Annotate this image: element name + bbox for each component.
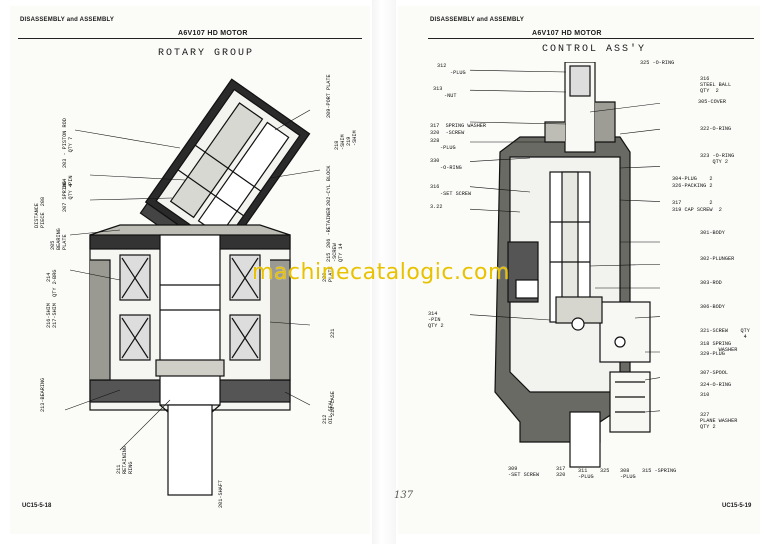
label-330: 330 xyxy=(430,158,440,164)
left-section-header: DISASSEMBLY and ASSEMBLY xyxy=(20,17,115,23)
label-207-spring: 207 SPRING QTY 4 xyxy=(62,180,74,212)
label-327-plane-washer: 327 PLANE WASHER QTY 2 xyxy=(700,412,738,430)
label-313: 313 xyxy=(433,86,443,92)
label-302-plunger: 302-PLUNGER xyxy=(700,256,735,262)
label-330-o-ring: -O-RING xyxy=(440,165,462,171)
left-page-number: UC15-5-18 xyxy=(22,503,52,509)
label-308-plug: 308 -PLUG xyxy=(620,468,636,480)
label-317-spring-washer: 317 SPRING WASHER xyxy=(430,123,487,129)
label-311-plug: 311 -PLUG xyxy=(578,468,594,480)
left-model-title: A6V107 HD MOTOR xyxy=(178,30,248,37)
label-304-plug: 304-PLUG 2 xyxy=(672,176,713,182)
label-211-retaining-ring: 211 RETAINING RING xyxy=(116,445,134,474)
label-206-retainer: 206 -RETAINER xyxy=(326,207,332,248)
label-301-body: 301-BODY xyxy=(700,230,725,236)
label-322-o-ring: 322-O-RING xyxy=(700,126,732,132)
label-313-nut: -NUT xyxy=(444,93,457,99)
label-216-217-shim: 216-SHIM 217-SHIM QTY 2 xyxy=(46,281,58,328)
label-317-right: 317 2 xyxy=(672,200,713,206)
label-316-set-screw: -SET SCREW xyxy=(440,191,472,197)
label-319-cap-screw: 319 CAP SCREW 2 xyxy=(672,207,722,213)
watermark-text: machinecatalogic.com xyxy=(252,260,510,285)
label-324-o-ring: 324-O-RING xyxy=(700,382,732,388)
label-326-packing: 326-PACKING 2 xyxy=(672,183,713,189)
label-325-o-ring: 325 -O-RING xyxy=(640,60,675,66)
label-212-oil-seal: 212 OIL SEAL xyxy=(322,399,334,424)
label-306-body: 306-BODY xyxy=(700,304,725,310)
left-header-rule xyxy=(18,38,362,39)
label-325-bottom: 325 xyxy=(600,468,610,474)
label-317-320-bottom: 317 320 xyxy=(556,466,566,478)
label-303-rod: 303-ROD xyxy=(700,280,722,286)
label-219-shim: 219 -SHIM xyxy=(346,130,358,146)
right-page-number: UC15-5-19 xyxy=(722,503,752,509)
label-202-cyl-block: 202-CYL BLOCK xyxy=(326,165,332,206)
right-header-rule xyxy=(428,38,754,39)
label-312-plug: -PLUG xyxy=(450,70,466,76)
label-305-cover: 305-COVER xyxy=(698,99,727,105)
label-205-bearing-plate: 205 BEARING PLATE xyxy=(50,228,68,250)
handwritten-page-mark: 137 xyxy=(394,490,414,501)
label-201-shaft: 201-SHAFT xyxy=(218,479,224,508)
label-318-spring-washer: 318 SPRING WASHER xyxy=(700,341,738,353)
label-329-plug: 329-PLUG xyxy=(700,351,725,357)
label-309-set-screw: 309 -SET SCREW xyxy=(508,466,540,478)
label-328: 328 xyxy=(430,138,440,144)
label-328-plug: -PLUG xyxy=(440,145,456,151)
label-322: 3.22 xyxy=(430,204,443,210)
page-gutter xyxy=(372,0,396,544)
label-221: 221 xyxy=(330,328,336,338)
right-drawing-title: CONTROL ASS'Y xyxy=(542,44,647,55)
left-drawing-title: ROTARY GROUP xyxy=(158,48,255,59)
label-310: 310 xyxy=(700,392,710,398)
label-213-bearing: 213-BEARING xyxy=(40,377,46,412)
label-323-o-ring: 323 -O-RING QTY 2 xyxy=(700,153,735,165)
label-307-spool: 307-SPOOL xyxy=(700,370,729,376)
label-203-piston-rod: 203 - PISTON ROD QTY 7 xyxy=(62,118,74,168)
right-model-title: A6V107 HD MOTOR xyxy=(532,30,602,37)
label-209-port-plate: 209-PORT PLATE xyxy=(326,74,332,118)
label-312: 312 xyxy=(437,63,447,69)
right-section-header: DISASSEMBLY and ASSEMBLY xyxy=(430,17,525,23)
label-208-distance-piece: DISTANCE PIECE 208 xyxy=(34,196,46,228)
label-315-spring: 315 -SPRING xyxy=(642,468,677,474)
label-316: 316 xyxy=(430,184,440,190)
label-321-screw: 321-SCREW QTY 4 xyxy=(700,328,750,340)
label-314-pin: 314 -PIN QTY 2 xyxy=(428,311,444,329)
label-214-bearing: 214 -BRG xyxy=(46,269,58,282)
rotary-group-drawing xyxy=(64,78,321,496)
label-218-shim: 218 -SHIM xyxy=(334,134,346,150)
label-316-steel-ball: 316 STEEL BALL QTY 2 xyxy=(700,76,732,94)
label-320-screw: 320 -SCREW xyxy=(430,130,465,136)
control-assy-drawing xyxy=(470,62,660,468)
